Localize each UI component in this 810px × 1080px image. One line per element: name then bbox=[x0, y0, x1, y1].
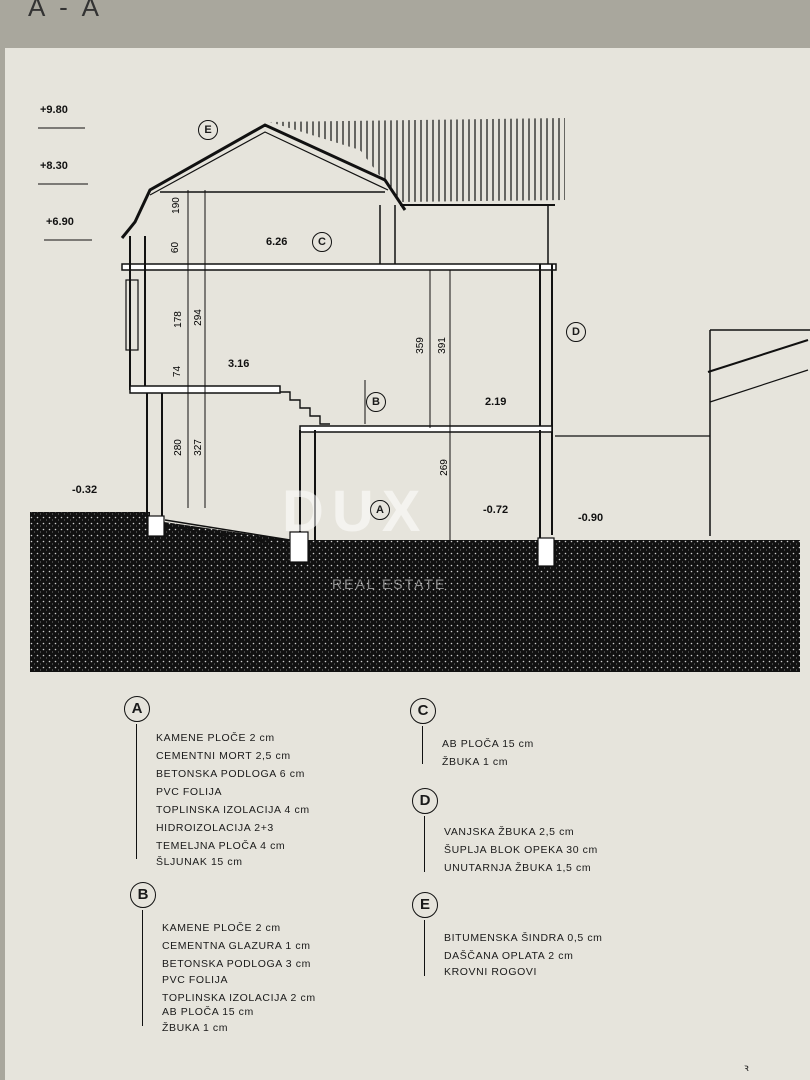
legend-b-badge: B bbox=[130, 882, 156, 908]
legend-a-item: PVC FOLIJA bbox=[156, 786, 223, 798]
spot-level: -0.90 bbox=[578, 512, 604, 524]
legend-b-item: CEMENTNA GLAZURA 1 cm bbox=[162, 940, 311, 952]
spot-level: -0.72 bbox=[483, 504, 509, 516]
legend-e-badge: E bbox=[412, 892, 438, 918]
spot-level: 2.19 bbox=[485, 396, 507, 408]
legend-a-item: TOPLINSKA IZOLACIJA 4 cm bbox=[156, 804, 310, 816]
dim-label: 359 bbox=[414, 337, 426, 354]
legend-c-item: ŽBUKA 1 cm bbox=[442, 756, 509, 768]
legend-b-item: BETONSKA PODLOGA 3 cm bbox=[162, 958, 311, 970]
dim-label: 60 bbox=[170, 241, 182, 254]
legend-b-item: ŽBUKA 1 cm bbox=[162, 1022, 229, 1034]
spot-level: -0.32 bbox=[72, 484, 98, 496]
legend-c-item: AB PLOČA 15 cm bbox=[442, 738, 534, 750]
dim-label: 391 bbox=[436, 337, 448, 354]
marker-c: C bbox=[312, 232, 332, 252]
dim-label: 280 bbox=[172, 439, 184, 456]
dim-label: 327 bbox=[192, 439, 204, 456]
slab-c bbox=[121, 263, 557, 271]
legend-d-item: ŠUPLJA BLOK OPEKA 30 cm bbox=[444, 844, 598, 856]
legend-a-item: HIDROIZOLACIJA 2+3 bbox=[156, 822, 274, 834]
page-mark: ꝛ bbox=[744, 1063, 749, 1074]
marker-e: E bbox=[198, 120, 218, 140]
dim-label: 190 bbox=[170, 197, 182, 214]
legend-a-item: BETONSKA PODLOGA 6 cm bbox=[156, 768, 305, 780]
roof-tiles bbox=[270, 118, 565, 202]
legend-e-item: DAŠČANA OPLATA 2 cm bbox=[444, 950, 574, 962]
marker-a: A bbox=[370, 500, 390, 520]
dim-label: 269 bbox=[438, 459, 450, 476]
watermark-logo: DUX bbox=[282, 479, 429, 544]
legend-b-item: PVC FOLIJA bbox=[162, 974, 229, 986]
section-title: A - A bbox=[28, 0, 103, 22]
legend-c-badge: C bbox=[410, 698, 436, 724]
legend-e-item: KROVNI ROGOVI bbox=[444, 966, 537, 978]
ground-fill bbox=[30, 512, 800, 672]
legend-d-item: VANJSKA ŽBUKA 2,5 cm bbox=[444, 826, 575, 838]
spot-level: 3.16 bbox=[228, 358, 250, 370]
level-label: +8.30 bbox=[40, 160, 68, 172]
dim-label: 294 bbox=[192, 309, 204, 326]
watermark-subtitle: REAL ESTATE bbox=[332, 576, 447, 592]
level-label: +6.90 bbox=[46, 216, 74, 228]
marker-d: D bbox=[566, 322, 586, 342]
legend-d-item: UNUTARNJA ŽBUKA 1,5 cm bbox=[444, 862, 592, 874]
dim-label: 74 bbox=[172, 365, 184, 378]
dim-label: 178 bbox=[172, 311, 184, 328]
legend-a-badge: A bbox=[124, 696, 150, 722]
level-label: +9.80 bbox=[40, 104, 68, 116]
legend-e-item: BITUMENSKA ŠINDRA 0,5 cm bbox=[444, 932, 603, 944]
legend-a-item: TEMELJNA PLOČA 4 cm bbox=[156, 840, 286, 852]
legend-a-item: KAMENE PLOČE 2 cm bbox=[156, 732, 275, 744]
legend-b-item: TOPLINSKA IZOLACIJA 2 cm bbox=[162, 992, 316, 1004]
legend-b-item: AB PLOČA 15 cm bbox=[162, 1006, 254, 1018]
legend-a-item: ŠLJUNAK 15 cm bbox=[156, 856, 243, 868]
legend-a-item: CEMENTNI MORT 2,5 cm bbox=[156, 750, 291, 762]
legend-d-badge: D bbox=[412, 788, 438, 814]
marker-b: B bbox=[366, 392, 386, 412]
roof-outline bbox=[120, 123, 407, 239]
legend-b-item: KAMENE PLOČE 2 cm bbox=[162, 922, 281, 934]
spot-level: 6.26 bbox=[266, 236, 288, 248]
